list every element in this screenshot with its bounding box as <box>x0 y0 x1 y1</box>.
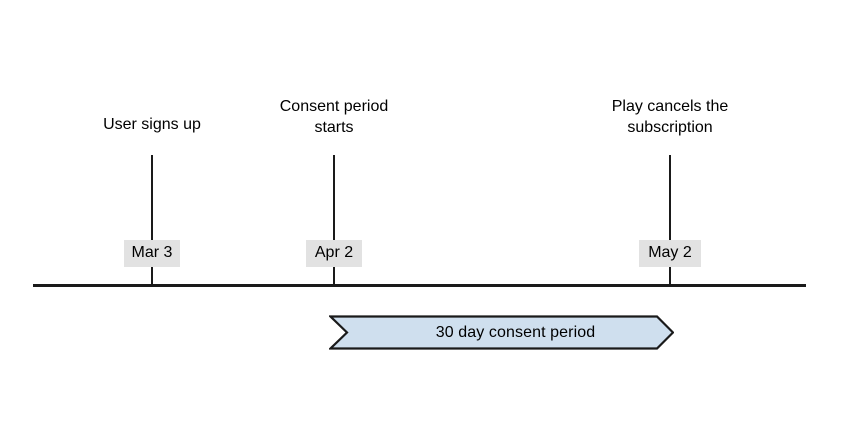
event-date-chip-consent-start: Apr 2 <box>306 240 362 267</box>
event-tick-line-signup <box>151 155 153 285</box>
event-date-chip-play-cancels: May 2 <box>639 240 701 267</box>
consent-period-banner-shape <box>329 315 674 350</box>
event-caption-signup: User signs up <box>103 116 201 133</box>
event-caption-consent-start: Consent period starts <box>279 98 389 136</box>
timeline-axis <box>33 284 806 287</box>
event-caption-play-cancels: Play cancels the subscription <box>611 98 729 136</box>
event-tick-line-consent-start <box>333 155 335 285</box>
event-tick-line-play-cancels <box>669 155 671 285</box>
event-date-chip-signup: Mar 3 <box>124 240 180 267</box>
consent-period-banner: 30 day consent period <box>329 315 674 351</box>
